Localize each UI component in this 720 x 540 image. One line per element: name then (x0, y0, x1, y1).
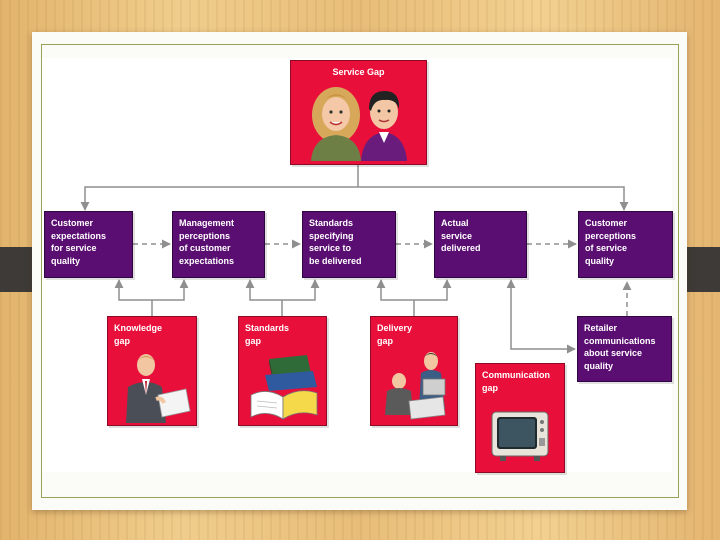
service-standards-line: specifying (309, 230, 389, 243)
communication-gap-line: Communication (482, 369, 558, 382)
actual-service-line: delivered (441, 242, 520, 255)
standards-gap-box: Standards gap (238, 316, 327, 426)
office-workers-illustration (379, 349, 455, 423)
standards-gap-line: gap (245, 335, 320, 348)
service-standards-box: Standards specifying service to be deliv… (302, 211, 396, 278)
knowledge-gap-line: Knowledge (114, 322, 190, 335)
service-standards-line: service to (309, 242, 389, 255)
knowledge-gap-line: gap (114, 335, 190, 348)
management-perceptions-box: Management perceptions of customer expec… (172, 211, 265, 278)
service-gap-box: Service Gap (290, 60, 427, 165)
retailer-communications-line: communications (584, 335, 665, 348)
standards-gap-line: Standards (245, 322, 320, 335)
television-illustration (486, 404, 556, 466)
delivery-gap-line: Delivery (377, 322, 451, 335)
retailer-communications-line: about service (584, 347, 665, 360)
delivery-gap-bracket (381, 280, 447, 300)
service-gap-bracket (85, 187, 624, 210)
books-illustration (247, 351, 323, 423)
people-illustration (301, 79, 416, 161)
communication-link (511, 280, 575, 349)
retailer-communications-line: Retailer (584, 322, 665, 335)
retailer-communications-box: Retailer communications about service qu… (577, 316, 672, 382)
management-perceptions-line: of customer (179, 242, 258, 255)
actual-service-box: Actual service delivered (434, 211, 527, 278)
service-gap-label: Service Gap (297, 66, 420, 79)
management-perceptions-line: Management (179, 217, 258, 230)
delivery-gap-box: Delivery gap (370, 316, 458, 426)
delivery-gap-line: gap (377, 335, 451, 348)
customer-perceptions-box: Customer perceptions of service quality (578, 211, 673, 278)
communication-gap-box: Communication gap (475, 363, 565, 473)
actual-service-line: service (441, 230, 520, 243)
customer-perceptions-line: of service (585, 242, 666, 255)
customer-expectations-line: for service (51, 242, 126, 255)
customer-perceptions-line: Customer (585, 217, 666, 230)
customer-expectations-line: expectations (51, 230, 126, 243)
knowledge-gap-box: Knowledge gap (107, 316, 197, 426)
customer-expectations-box: Customer expectations for service qualit… (44, 211, 133, 278)
retailer-communications-line: quality (584, 360, 665, 373)
customer-expectations-line: Customer (51, 217, 126, 230)
service-standards-line: Standards (309, 217, 389, 230)
communication-gap-line: gap (482, 382, 558, 395)
management-perceptions-line: perceptions (179, 230, 258, 243)
customer-perceptions-line: quality (585, 255, 666, 268)
actual-service-line: Actual (441, 217, 520, 230)
management-perceptions-line: expectations (179, 255, 258, 268)
businessman-illustration (116, 351, 192, 423)
customer-expectations-line: quality (51, 255, 126, 268)
service-standards-line: be delivered (309, 255, 389, 268)
standards-gap-bracket (250, 280, 315, 300)
customer-perceptions-line: perceptions (585, 230, 666, 243)
knowledge-gap-bracket (119, 280, 184, 300)
